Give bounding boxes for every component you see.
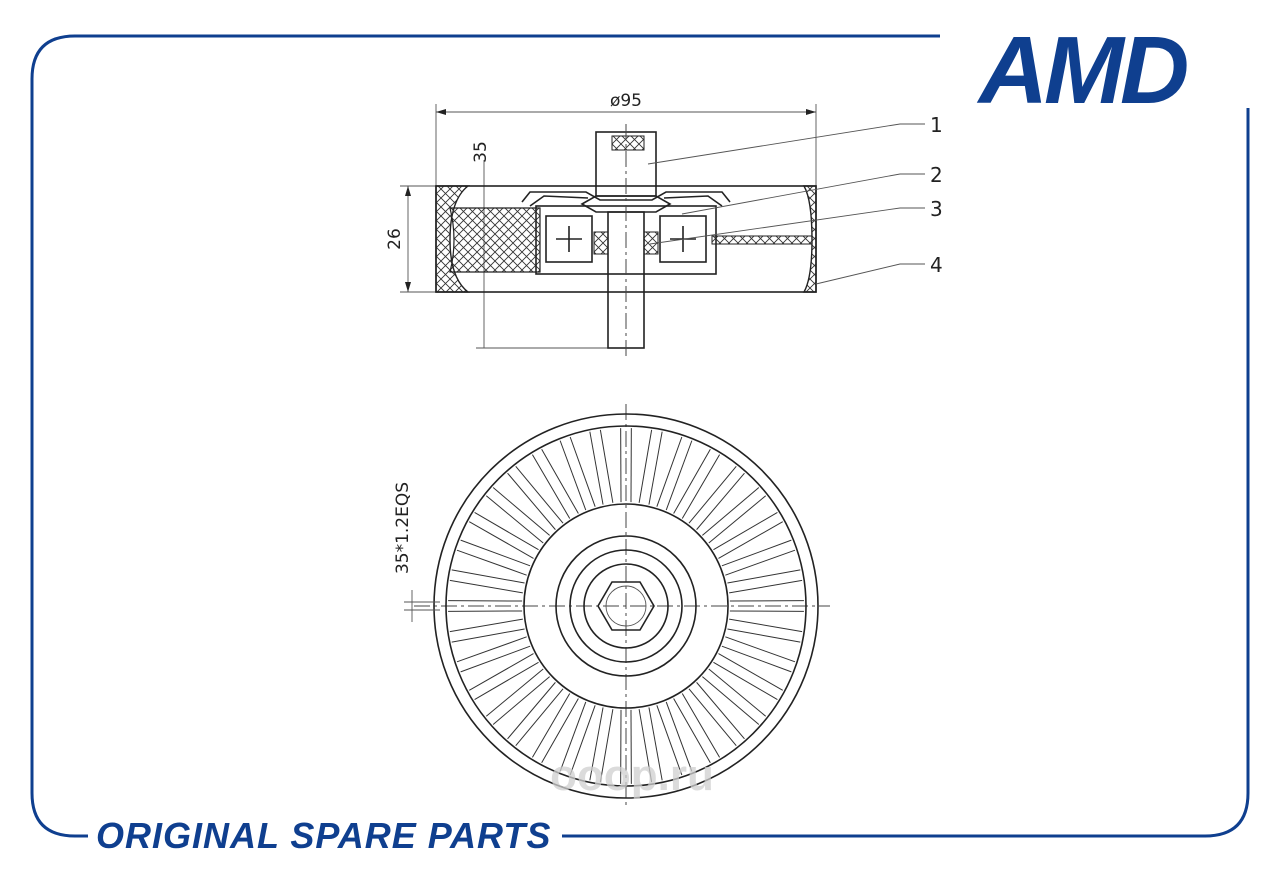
rib-line [648,707,663,781]
rib-line [460,539,531,567]
rib-line [449,618,523,633]
rib-line [718,521,784,559]
section-view: ø95 35 26 [385,91,817,358]
rib-line [456,636,527,663]
rib-line [681,454,721,519]
rib-line [492,676,550,725]
rib-line [696,472,745,530]
callout-3: 3 [930,197,943,221]
rib-line [515,688,564,747]
blue-frame [30,34,1250,838]
rib-line [721,645,792,673]
rib-line [589,431,604,505]
height-label: 35 [471,141,491,163]
rib-line [688,688,737,747]
rib-line [727,628,801,643]
rib-line [656,436,683,507]
rib-line [541,448,579,514]
rib-line [531,454,571,519]
rib-line [648,431,663,505]
diameter-label: ø95 [610,91,642,111]
tagline: ORIGINAL SPARE PARTS [96,815,551,856]
rib-line [569,436,596,507]
rib-line [485,668,544,717]
rib-line [725,636,796,663]
rib-line [718,653,784,691]
amd-logo: AMD [977,17,1191,124]
rib-line [665,701,693,772]
rib-line [456,549,527,576]
callouts: 1 2 3 4 [647,113,943,285]
pulley-ribs [448,428,804,784]
rib-line [665,440,693,511]
rib-line [721,539,792,567]
rib-line [713,511,778,551]
rib-line [589,707,604,781]
rib-line [696,682,745,740]
rib-line [559,701,587,772]
rib-line [729,618,803,633]
rib-line [729,579,803,594]
rib-line [569,705,596,776]
rib-line [673,698,711,764]
rib-line [702,676,760,725]
groove-label: 35*1.2EQS [393,482,413,574]
width-label: 26 [385,228,405,250]
rib-line [673,448,711,514]
rib-line [725,549,796,576]
logo-text: AMD [977,17,1187,124]
rib-line [474,661,539,701]
front-view: 35*1.2EQS [393,404,830,806]
rib-line [638,429,653,503]
rib-line [727,569,801,584]
rib-line [638,709,653,783]
callout-4: 4 [930,253,943,277]
rib-line [451,569,525,584]
rib-line [599,709,614,783]
rib-line [515,465,564,524]
watermark: ooop.ru [550,751,714,800]
callout-1: 1 [930,113,943,137]
rib-line [656,705,683,776]
callout-2: 2 [930,163,943,187]
rib-line [708,495,767,544]
rib-line [468,653,534,691]
rib-line [688,465,737,524]
rib-line [681,693,721,758]
rib-line [541,698,579,764]
rib-line [531,693,571,758]
rib-line [451,628,525,643]
rib-line [559,440,587,511]
rib-line [702,487,760,536]
rib-line [468,521,534,559]
rib-line [507,682,556,740]
rib-line [449,579,523,594]
rib-line [460,645,531,673]
rib-line [485,495,544,544]
rib-line [492,487,550,536]
rib-line [599,429,614,503]
rib-line [507,472,556,530]
rib-line [713,661,778,701]
rib-line [474,511,539,551]
rib-line [708,668,767,717]
